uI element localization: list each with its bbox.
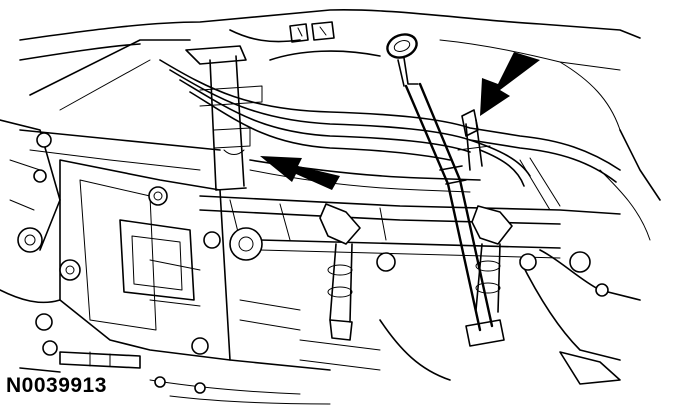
figure-id-label: N0039913 <box>6 374 107 397</box>
coil-on-plug-right <box>471 205 513 313</box>
connector-cluster <box>229 21 335 43</box>
lower-right-mount <box>229 249 641 385</box>
bottom-details <box>149 376 331 405</box>
dipstick-tube <box>386 33 505 347</box>
arrow-icon <box>480 52 540 116</box>
harness-bracket-center <box>185 45 263 191</box>
engine-side-left <box>0 119 141 373</box>
arrow-icon <box>260 156 340 190</box>
harness-bracket-right <box>457 109 491 171</box>
front-bracket <box>59 159 231 361</box>
wiring-harness <box>159 59 621 211</box>
intake-plenum <box>19 8 661 241</box>
cylinder-head <box>199 195 621 259</box>
plug-boss <box>229 227 263 261</box>
coil-on-plug-left <box>319 203 361 341</box>
